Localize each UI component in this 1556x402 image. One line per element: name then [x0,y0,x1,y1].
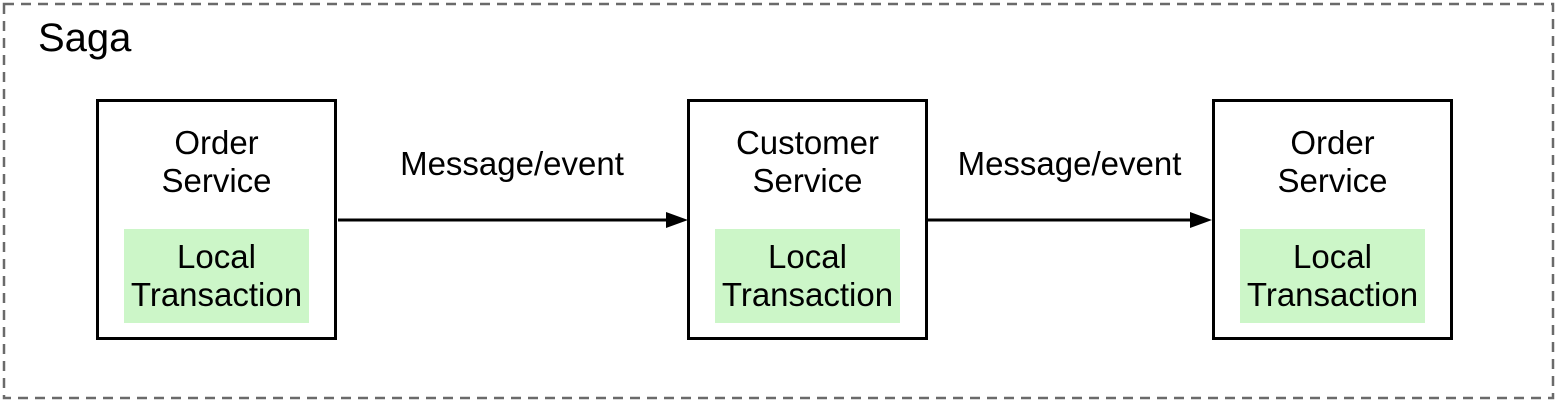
message-arrow-1 [338,212,688,228]
node-order-service-2: Order Service Local Transaction [1212,99,1453,340]
node-order-service-1: Order Service Local Transaction [96,99,337,340]
local-transaction-box: Local Transaction [715,229,900,323]
node-label: Order Service [161,124,272,199]
node-customer-service: Customer Service Local Transaction [687,99,928,340]
node-label: Customer Service [735,124,880,199]
arrowhead-icon [1190,212,1212,228]
diagram-title: Saga [38,16,132,60]
local-transaction-label: Local Transaction [1246,238,1419,313]
local-transaction-label: Local Transaction [721,238,894,313]
arrowhead-icon [666,212,688,228]
edge-label-message-event-1: Message/event [400,145,624,182]
node-label: Order Service [1277,124,1388,199]
message-arrow-2 [927,212,1212,228]
local-transaction-box: Local Transaction [124,229,309,323]
local-transaction-label: Local Transaction [130,238,303,313]
edge-label-message-event-2: Message/event [957,145,1182,182]
local-transaction-box: Local Transaction [1240,229,1425,323]
